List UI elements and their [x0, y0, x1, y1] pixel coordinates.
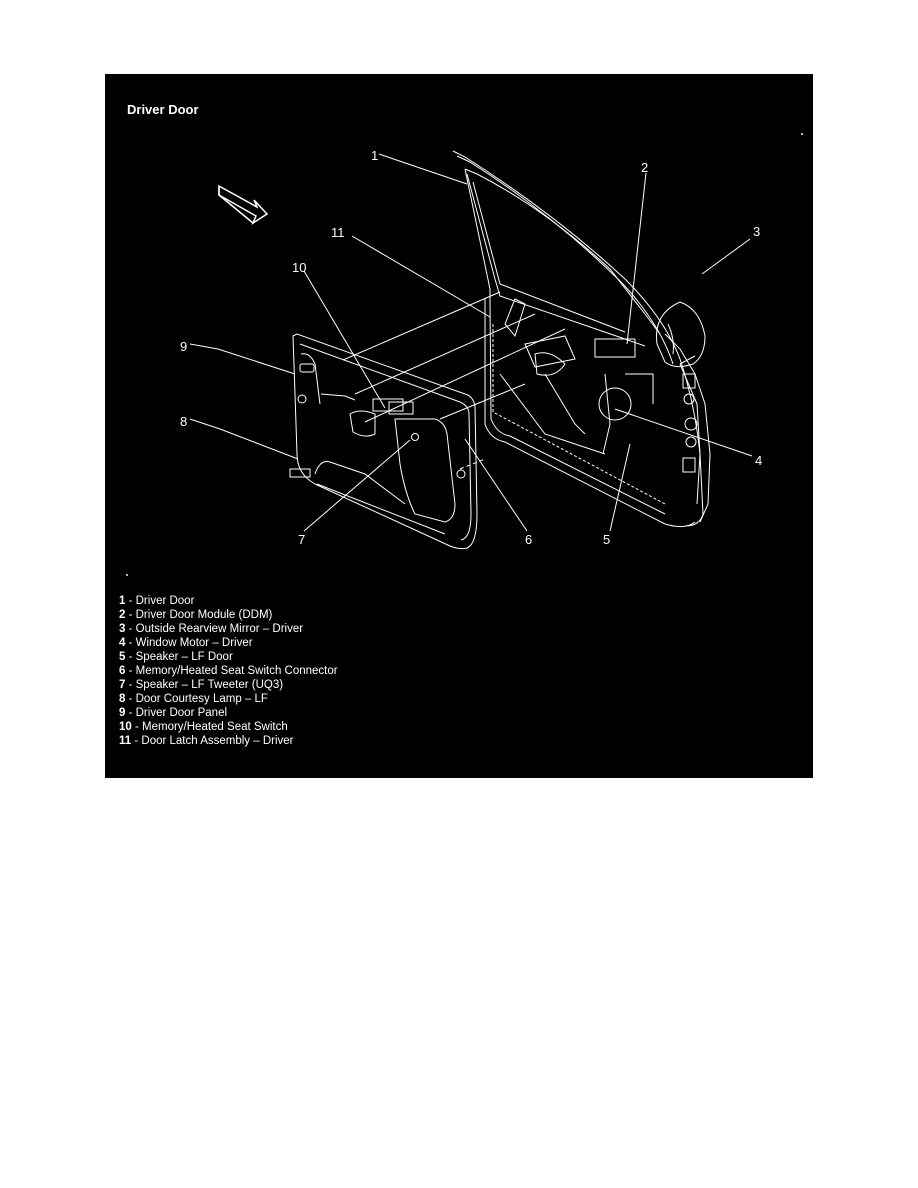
callout-3: 3: [753, 224, 761, 239]
legend-item: 2 - Driver Door Module (DDM): [119, 609, 273, 621]
leader-lines: [189, 153, 753, 532]
legend: 1 - Driver Door 2 - Driver Door Module (…: [119, 594, 338, 748]
direction-arrow-icon: [218, 184, 269, 225]
legend-item: 7 - Speaker – LF Tweeter (UQ3): [119, 679, 284, 691]
door-frame: [452, 150, 711, 528]
figure-title: Driver Door: [127, 102, 199, 117]
legend-item: 9 - Driver Door Panel: [119, 707, 228, 719]
legend-item: 1 - Driver Door: [119, 595, 195, 607]
callout-8: 8: [180, 414, 188, 429]
stray-mark: [801, 133, 803, 135]
diagram-panel: Driver Door: [105, 74, 813, 778]
legend-item: 10 - Memory/Heated Seat Switch: [119, 721, 288, 733]
callout-7: 7: [298, 532, 306, 547]
stray-mark: [126, 574, 128, 576]
callout-11: 11: [331, 225, 345, 240]
driver-door-line-art: [189, 150, 753, 550]
legend-item: 5 - Speaker – LF Door: [119, 651, 233, 663]
callout-4: 4: [755, 453, 763, 468]
callout-10: 10: [292, 260, 307, 275]
legend-item: 6 - Memory/Heated Seat Switch Connector: [119, 665, 338, 677]
legend-item: 3 - Outside Rearview Mirror – Driver: [119, 623, 304, 635]
door-trim-panel: [289, 333, 478, 550]
legend-item: 11 - Door Latch Assembly – Driver: [119, 735, 294, 747]
callout-6: 6: [525, 532, 533, 547]
callout-5: 5: [603, 532, 611, 547]
legend-item: 4 - Window Motor – Driver: [119, 637, 253, 649]
callout-2: 2: [641, 160, 649, 175]
callout-1: 1: [371, 148, 379, 163]
callout-9: 9: [180, 339, 188, 354]
legend-item: 8 - Door Courtesy Lamp – LF: [119, 693, 268, 705]
mirror-outline: [655, 301, 706, 368]
exploded-view-lines: [342, 291, 566, 470]
